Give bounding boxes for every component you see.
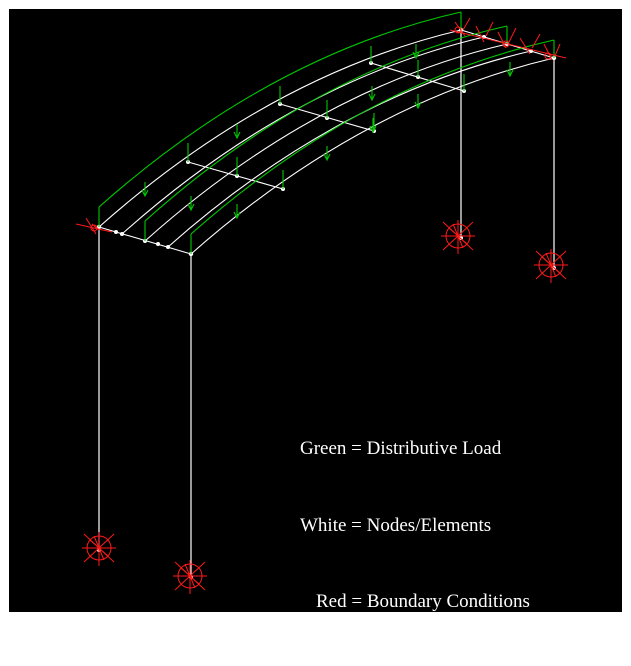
deck-girders <box>98 29 555 255</box>
load-envelope-3 <box>190 39 555 235</box>
load-arrow-icon <box>323 146 331 162</box>
load-arrow-icon <box>414 94 422 110</box>
legend-red: Red = Boundary Conditions <box>316 591 530 612</box>
load-arrow-icon <box>233 124 241 140</box>
columns <box>98 30 555 577</box>
load-envelope-1 <box>98 11 462 208</box>
load-arrow-icon <box>412 44 420 60</box>
node[interactable] <box>120 232 124 236</box>
load-arrow-icon <box>187 196 195 212</box>
model-viewport[interactable]: Green = Distributive Load White = Nodes/… <box>9 9 622 612</box>
fixed-support-icon <box>441 220 475 254</box>
legend-white: White = Nodes/Elements <box>300 514 492 536</box>
load-arrow-icon <box>369 118 377 134</box>
legend: Green = Distributive Load White = Nodes/… <box>300 385 530 666</box>
load-arrow-icon <box>141 182 149 198</box>
legend-green: Green = Distributive Load <box>300 438 502 459</box>
load-arrow-icon <box>368 86 376 102</box>
fixed-support-icon <box>534 249 568 283</box>
load-envelope-2 <box>144 25 508 222</box>
node[interactable] <box>114 230 118 234</box>
fixed-support-icon <box>173 560 207 594</box>
boundary-conditions <box>75 17 568 594</box>
node[interactable] <box>166 245 170 249</box>
distributed-loads <box>98 11 555 254</box>
deck-restraint-icon <box>449 17 567 61</box>
fixed-support-icon <box>82 532 116 566</box>
node[interactable] <box>156 242 160 246</box>
load-arrow-icon <box>233 204 241 220</box>
deck-restraint-icon <box>75 217 113 235</box>
frame-model <box>75 11 568 594</box>
load-arrow-icon <box>506 62 514 78</box>
